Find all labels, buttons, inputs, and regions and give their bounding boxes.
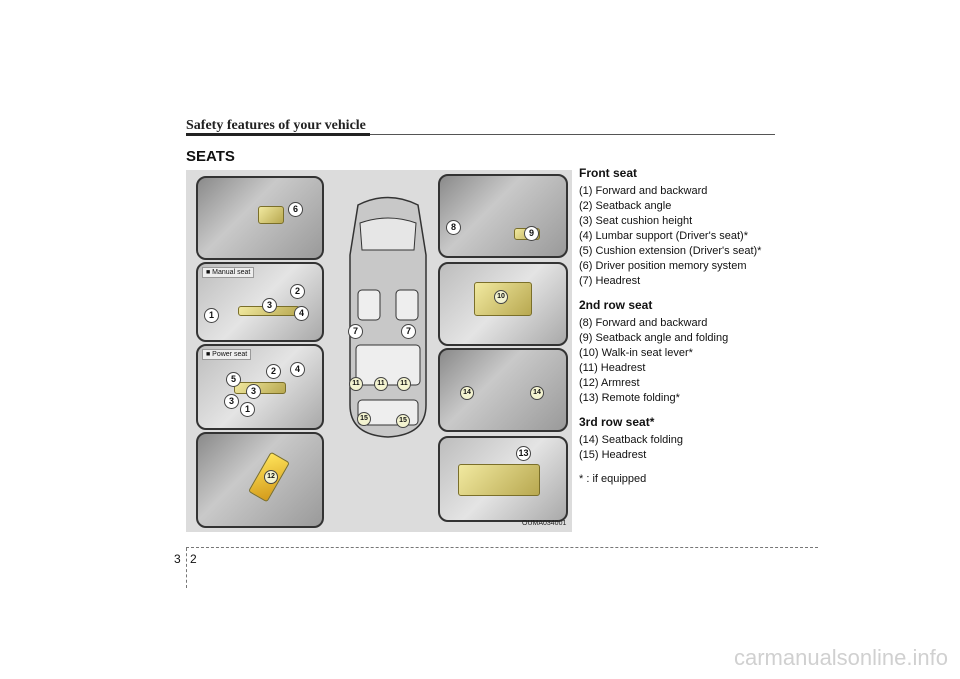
callout-12: 12 [264,470,278,484]
second-row-seat-panel: 8 9 [438,174,568,258]
list-item: (6) Driver position memory system [579,260,747,272]
list-item: (12) Armrest [579,377,640,389]
third-row-seat-panel: 14 14 [438,348,568,432]
callout-4: 4 [294,306,309,321]
armrest-panel: 12 [196,432,324,528]
list-item: (10) Walk-in seat lever* [579,347,693,359]
callout-10: 10 [494,290,508,304]
list-item: (9) Seatback angle and folding [579,332,729,344]
page-number: 2 [190,552,197,566]
power-seat-label: ■ Power seat [202,349,252,360]
list-item: (4) Lumbar support (Driver's seat)* [579,230,748,242]
callout-4b: 4 [290,362,305,377]
list-item: (11) Headrest [579,362,646,374]
list-item: (7) Headrest [579,275,641,287]
callout-11c: 11 [397,377,411,391]
page-divider [186,548,187,588]
list-item: (15) Headrest [579,449,647,461]
footnote: * : if equipped [579,473,647,485]
list-item: (1) Forward and backward [579,185,708,197]
callout-1: 1 [204,308,219,323]
callout-2b: 2 [266,364,281,379]
watermark: carmanualsonline.info [733,645,948,670]
remote-folding-panel: 13 [438,436,568,522]
callout-5: 5 [226,372,241,387]
header-title: Safety features of your vehicle [186,118,366,133]
power-seat-panel: ■ Power seat 5 2 4 3 3 1 [196,344,324,430]
page-chapter: 3 [174,552,181,566]
list-item: (14) Seatback folding [579,434,683,446]
callout-3: 3 [262,298,277,313]
callout-7b: 7 [401,324,416,339]
callout-2: 2 [290,284,305,299]
callout-6: 6 [288,202,303,217]
front-seat-heading: Front seat [579,166,638,180]
second-row-heading: 2nd row seat [579,298,653,312]
car-top-view [349,196,427,438]
figure-code: OUMA034001 [522,520,567,527]
callout-9: 9 [524,226,539,241]
bottom-rule [186,547,818,548]
walk-in-lever-panel: 10 [438,262,568,346]
callout-14a: 14 [460,386,474,400]
manual-seat-panel: ■ Manual seat 1 3 2 4 [196,262,324,342]
list-item: (8) Forward and backward [579,317,708,329]
list-item: (3) Seat cushion height [579,215,693,227]
callout-3b: 3 [246,384,261,399]
section-title: SEATS [186,148,235,165]
header-rule-thin [370,134,775,135]
third-row-heading: 3rd row seat* [579,415,655,429]
callout-15a: 15 [357,412,371,426]
callout-15b: 15 [396,414,410,428]
list-item: (5) Cushion extension (Driver's seat)* [579,245,762,257]
callout-8: 8 [446,220,461,235]
manual-seat-label: ■ Manual seat [202,267,255,278]
callout-11b: 11 [374,377,388,391]
callout-13: 13 [516,446,531,461]
list-item: (13) Remote folding* [579,392,680,404]
header-rule-thick [186,133,370,136]
list-item: (2) Seatback angle [579,200,672,212]
memory-switch-panel: 6 [196,176,324,260]
callout-14b: 14 [530,386,544,400]
seat-legend: Front seat (1) Forward and backward (2) … [579,166,799,487]
callout-7a: 7 [348,324,363,339]
callout-1b: 1 [240,402,255,417]
callout-11a: 11 [349,377,363,391]
callout-3c: 3 [224,394,239,409]
